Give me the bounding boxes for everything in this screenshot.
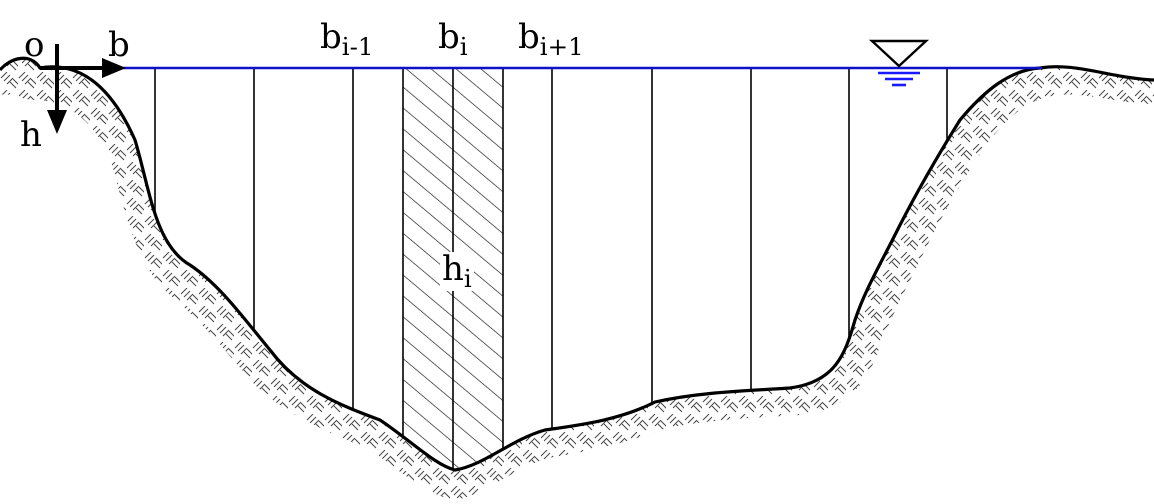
vertical-lines — [154, 68, 948, 470]
h-axis-label: h — [20, 115, 42, 155]
b-i-plus-1-label: bi+1 — [518, 20, 584, 59]
h-axis-arrow-icon — [47, 44, 67, 134]
b-i-minus-1-sub: i-1 — [341, 31, 374, 61]
b-i-base: b — [438, 17, 460, 57]
soil-layer — [0, 58, 1154, 501]
h-i-sub: i — [463, 263, 472, 293]
b-axis-label: b — [108, 25, 130, 65]
b-axis-arrow-icon — [40, 58, 126, 78]
h-i-base: h — [442, 249, 464, 289]
b-i-minus-1-base: b — [320, 17, 342, 57]
b-i-label: bi — [438, 20, 468, 59]
b-i-plus-1-base: b — [518, 17, 540, 57]
b-i-minus-1-label: bi-1 — [320, 20, 373, 59]
origin-label: o — [24, 25, 45, 65]
h-i-label: hi — [440, 249, 474, 293]
b-i-sub: i — [459, 31, 468, 61]
b-i-plus-1-sub: i+1 — [539, 31, 584, 61]
water-level-triangle-icon — [868, 39, 930, 87]
ground-line — [0, 56, 1154, 472]
